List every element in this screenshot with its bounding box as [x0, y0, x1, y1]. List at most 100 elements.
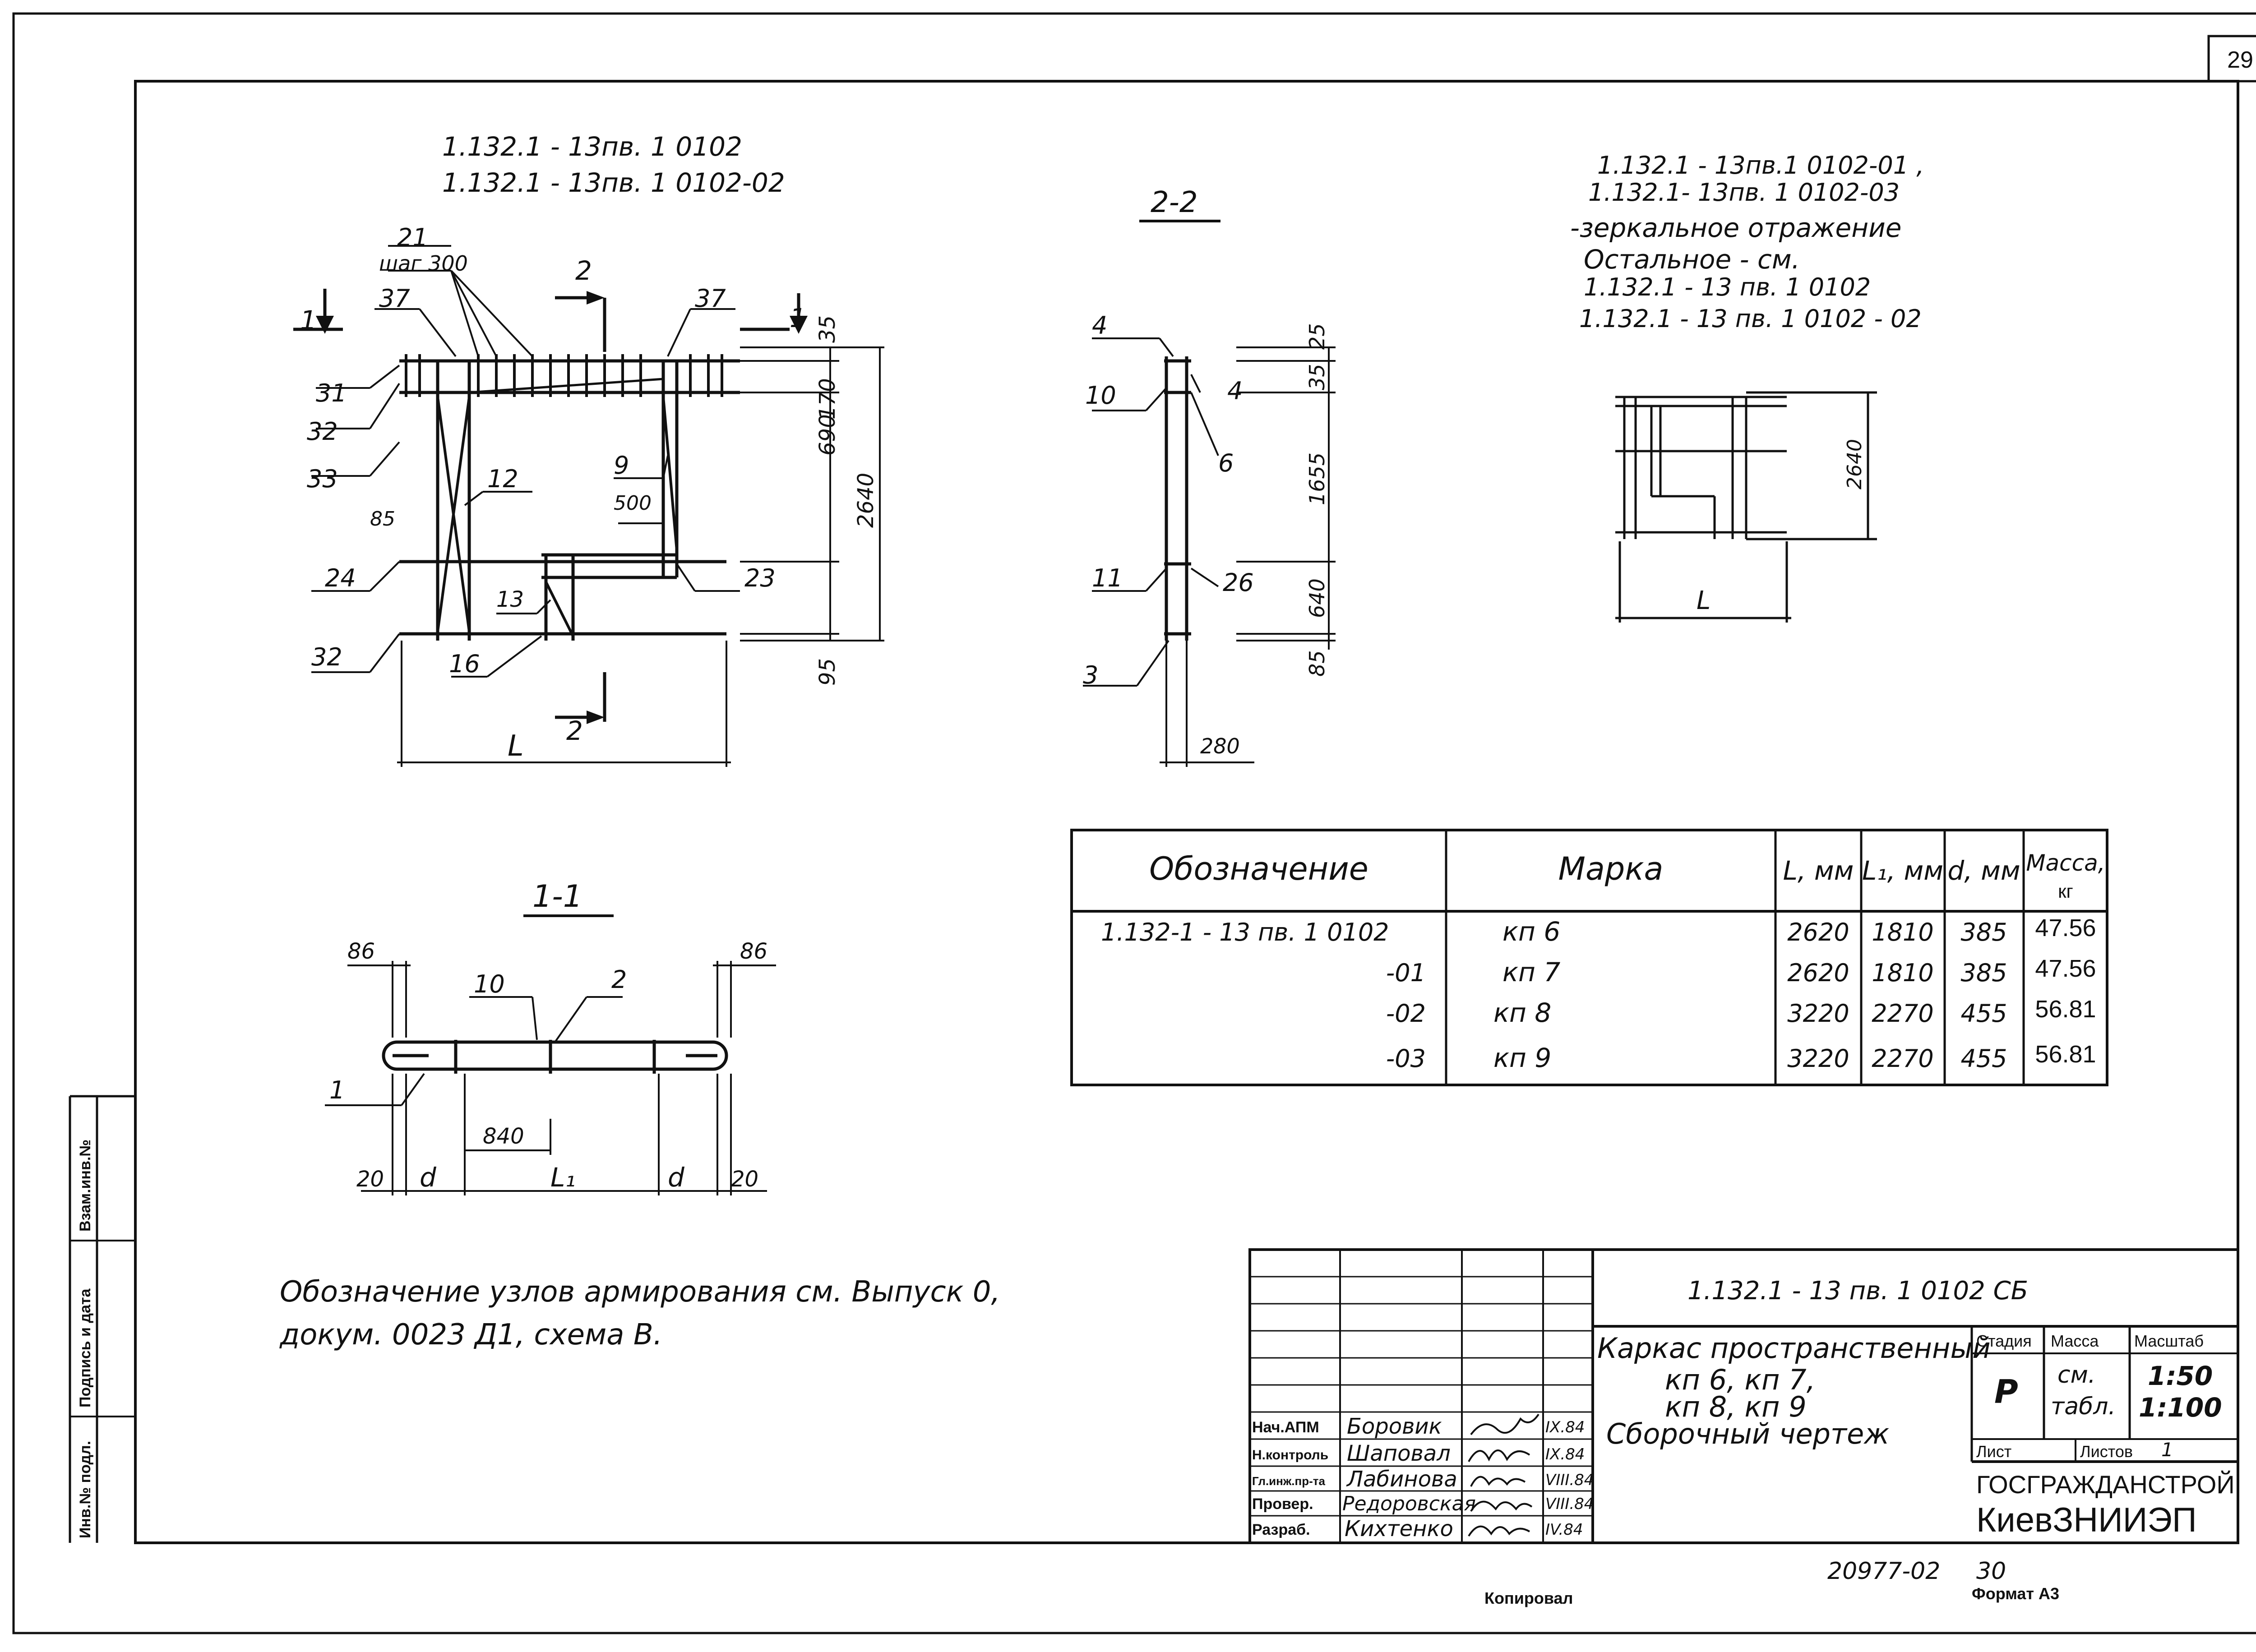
- th-mass: Масса,: [2026, 850, 2105, 876]
- pos-9: 9: [614, 451, 629, 480]
- dim-95-main: 95: [815, 658, 840, 686]
- row-d: 455: [1960, 1044, 2007, 1073]
- inv-orig-label: Инв.№ подл.: [77, 1441, 94, 1538]
- main-view: 1.132.1 - 13пв. 1 0102 1.132.1 - 13пв. 1…: [293, 131, 884, 767]
- tb-scale-1: 1:50: [2148, 1361, 2213, 1391]
- cut-1-left: 1: [300, 305, 317, 336]
- s22-dim-85: 85: [1305, 650, 1329, 677]
- section-2-2: 2-2 4: [1083, 186, 1336, 767]
- s22-pos-4-left: 4: [1092, 311, 1107, 340]
- signatory-name: Шаповал: [1347, 1441, 1451, 1466]
- pos-23: 23: [744, 564, 776, 592]
- row-mass: 56.81: [2035, 996, 2096, 1023]
- signatory-date: VIII.84: [1545, 1495, 1594, 1513]
- cut-1-right: 1: [790, 303, 806, 333]
- dim-170-main: 170: [815, 378, 840, 420]
- row-mark: кп 7: [1502, 957, 1560, 988]
- s22-pos-11: 11: [1092, 564, 1123, 592]
- note-line-2: докум. 0023 Д1, схема В.: [279, 1318, 662, 1352]
- tb-stage-value: Р: [1994, 1373, 2018, 1411]
- signature: [1468, 1449, 1530, 1462]
- footer-page: 30: [1976, 1558, 2006, 1585]
- s22-dim-280: 280: [1200, 734, 1240, 758]
- dim-35-main: 35: [815, 315, 840, 343]
- tb-mass-label: Масса: [2051, 1332, 2099, 1350]
- row-d: 385: [1960, 918, 2007, 946]
- dim-85-main: 85: [370, 508, 395, 531]
- spec-table: Обозначение Марка L, мм L₁, мм d, мм Мас…: [1070, 829, 2108, 1086]
- inner-frame: [134, 80, 2239, 1544]
- signatory-name: Редоровская: [1342, 1492, 1476, 1515]
- s22-dim-640: 640: [1305, 578, 1329, 618]
- signatory-row: Провер. Редоровская VIII.84: [1252, 1492, 1594, 1515]
- signatory-name: Боровик: [1347, 1414, 1442, 1439]
- s11-dim-840: 840: [483, 1124, 524, 1149]
- row-mark: кп 8: [1493, 997, 1551, 1028]
- signatory-role: Разраб.: [1252, 1521, 1310, 1538]
- tb-org-2: КиевЗНИИЭП: [1976, 1501, 2197, 1539]
- outer-frame: [12, 12, 2256, 1634]
- mirror-dim-L: L: [1697, 586, 1710, 615]
- row-code: -02: [1386, 999, 1426, 1028]
- row-L1: 1810: [1872, 959, 1933, 987]
- s22-pos-4-right: 4: [1227, 377, 1243, 405]
- pos-16: 16: [449, 650, 480, 678]
- row-mass: 47.56: [2035, 955, 2096, 982]
- signatory-date: IV.84: [1545, 1521, 1583, 1539]
- doc-code: 1.132.1 - 13 пв. 1 0102 СБ: [1687, 1276, 2028, 1306]
- signature: [1470, 1476, 1526, 1487]
- page-number-box: [2207, 35, 2256, 83]
- mirror-line-1: 1.132.1 - 13пв.1 0102-01 ,: [1597, 151, 1924, 180]
- tb-scale-label: Масштаб: [2134, 1332, 2204, 1350]
- pos-12: 12: [487, 465, 518, 493]
- sign-date-label: Подпись и дата: [77, 1288, 94, 1407]
- step-note: шаг 300: [379, 251, 468, 276]
- signatory-name: Лабинова: [1346, 1467, 1457, 1492]
- row-code: 1.132-1 - 13 пв. 1 0102: [1101, 918, 1389, 946]
- tb-name-1: Каркас пространственный: [1597, 1332, 1991, 1365]
- mirror-line-2: 1.132.1- 13пв. 1 0102-03: [1588, 178, 1900, 207]
- copied-by: Копировал: [1484, 1589, 1573, 1607]
- tb-name-4: Сборочный чертеж: [1606, 1417, 1889, 1450]
- side-stamp: Инв.№ подл. Подпись и дата Взам.инв.№: [69, 1095, 135, 1543]
- tb-stage-label: Стадия: [1976, 1332, 2032, 1350]
- format-label: Формат А3: [1972, 1584, 2059, 1603]
- tb-sheets-value: 1: [2161, 1439, 2173, 1461]
- row-L1: 2270: [1872, 1044, 1933, 1073]
- th-mark: Марка: [1558, 850, 1664, 887]
- vzam-inv-label: Взам.инв.№: [77, 1140, 94, 1232]
- pos-13: 13: [496, 587, 524, 612]
- signatory-role: Гл.инж.пр-та: [1252, 1474, 1326, 1488]
- th-L: L, мм: [1783, 855, 1854, 886]
- signatory-row: Н.контроль Шаповал IX.84: [1252, 1441, 1585, 1466]
- tb-sheet-label: Лист: [1976, 1442, 2011, 1461]
- cut-2-bottom: 2: [566, 715, 583, 746]
- s11-dim-d-left: d: [420, 1162, 437, 1193]
- s11-pos-2: 2: [611, 965, 627, 994]
- th-d: d, мм: [1947, 855, 2020, 886]
- tb-name-3: кп 8, кп 9: [1665, 1390, 1807, 1423]
- dim-690-main: 690: [815, 414, 840, 456]
- th-code: Обозначение: [1149, 850, 1368, 887]
- mirror-line-4: Остальное - см.: [1584, 244, 1800, 275]
- signatory-name: Кихтенко: [1345, 1516, 1453, 1541]
- tb-mass-value-2: табл.: [2051, 1393, 2116, 1420]
- pos-32-bottom: 32: [311, 643, 342, 671]
- row-L1: 1810: [1872, 918, 1933, 946]
- row-mark: кп 6: [1502, 916, 1560, 947]
- row-L: 3220: [1787, 999, 1849, 1028]
- table-row: -03 кп 9 3220 2270 455 56.81: [1386, 1041, 2096, 1073]
- mirror-note: 1.132.1 - 13пв.1 0102-01 , 1.132.1- 13пв…: [1570, 151, 1924, 623]
- s22-dim-25: 25: [1305, 323, 1329, 350]
- tb-mass-value-1: см.: [2057, 1361, 2095, 1389]
- pos-37-right: 37: [695, 284, 726, 313]
- signatory-row: Гл.инж.пр-та Лабинова VIII.84: [1252, 1467, 1594, 1492]
- signature: [1468, 1525, 1530, 1537]
- cut-2-top: 2: [575, 255, 592, 286]
- mirror-line-5: 1.132.1 - 13 пв. 1 0102: [1584, 273, 1871, 301]
- mirror-dim-2640: 2640: [1843, 439, 1866, 489]
- table-row: 1.132-1 - 13 пв. 1 0102 кп 6 2620 1810 3…: [1101, 914, 2096, 947]
- signatory-date: IX.84: [1545, 1418, 1585, 1436]
- pos-21: 21: [397, 223, 428, 252]
